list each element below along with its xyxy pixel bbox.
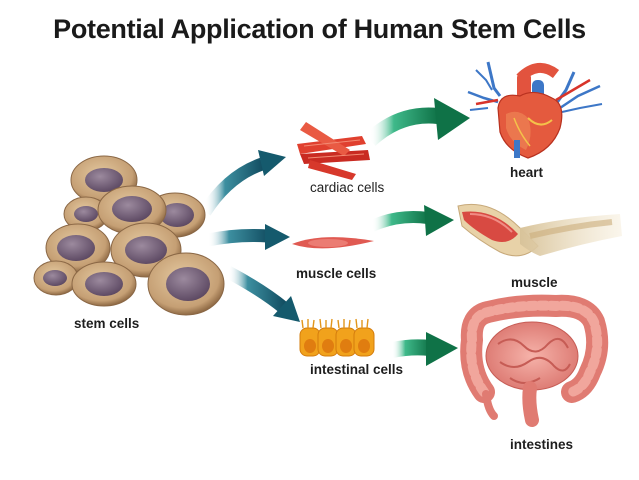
arrow-stem-to-intestinal — [224, 266, 300, 322]
arrow-muscle-cells-to-muscle — [369, 205, 454, 236]
arrow-cardiac-to-heart — [364, 98, 470, 147]
muscle-illustration — [457, 203, 622, 257]
intestinal-cells-label: intestinal cells — [310, 362, 404, 377]
muscle-cells-illustration — [292, 237, 374, 249]
intestinal-cells-illustration — [299, 318, 375, 357]
heart-illustration — [467, 61, 603, 159]
stem-cells-illustration — [33, 155, 225, 316]
stem-cells-label: stem cells — [74, 316, 140, 331]
intestines-label: intestines — [510, 437, 574, 452]
arrow-intestinal-to-intestines — [390, 332, 458, 366]
muscle-cells-label: muscle cells — [296, 266, 377, 281]
cardiac-cells-label: cardiac cells — [310, 180, 385, 195]
cardiac-cells-illustration — [297, 122, 370, 180]
heart-label: heart — [510, 165, 544, 180]
arrow-stem-to-cardiac — [199, 150, 286, 216]
diagram-title: Potential Application of Human Stem Cell… — [53, 14, 586, 44]
intestines-illustration — [460, 294, 609, 427]
arrow-stem-to-muscle-cells — [206, 224, 290, 250]
muscle-label: muscle — [511, 275, 558, 290]
